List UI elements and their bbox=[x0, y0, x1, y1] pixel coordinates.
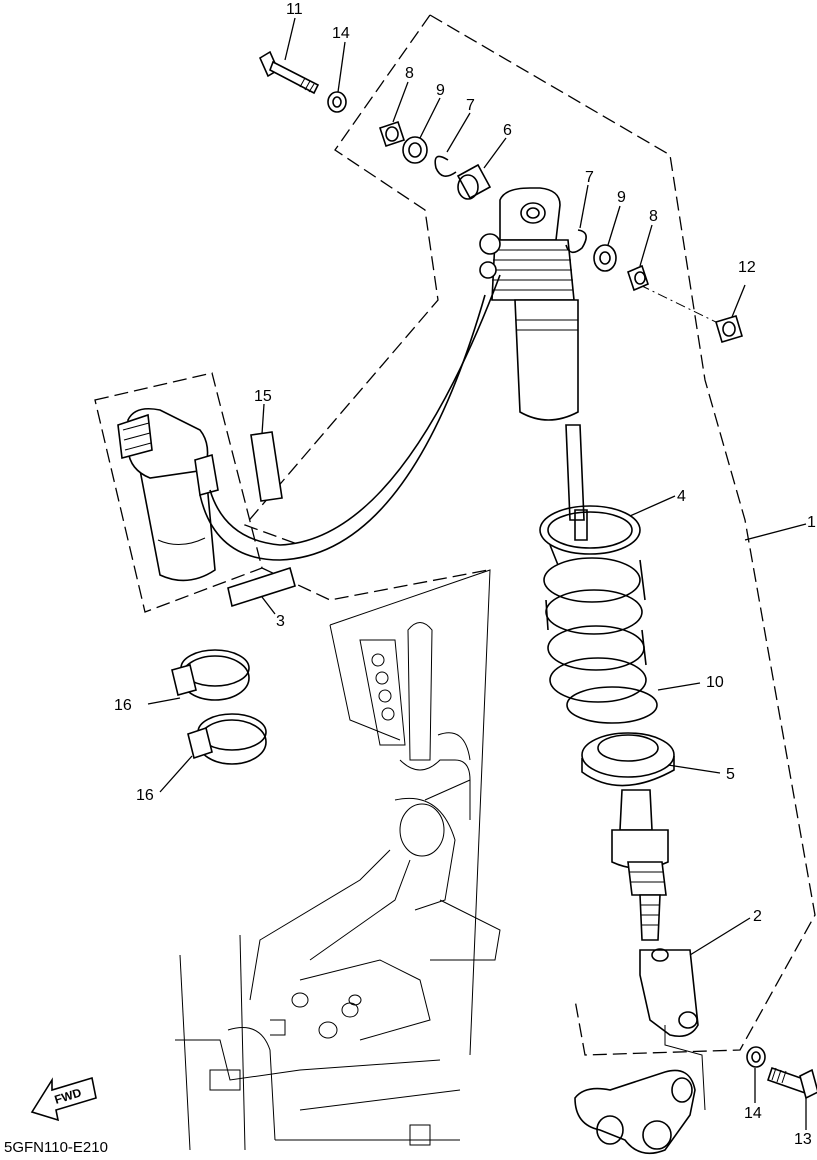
upper-hardware bbox=[258, 50, 817, 1100]
fwd-arrow: FWD bbox=[30, 1076, 97, 1122]
callout-8: 8 bbox=[649, 208, 658, 225]
label-sticker bbox=[227, 431, 296, 608]
linkage-arm bbox=[574, 1069, 696, 1155]
callout-16: 16 bbox=[136, 787, 154, 804]
frame-outline bbox=[175, 569, 501, 1151]
shock-lower-end bbox=[611, 789, 706, 1111]
shock-absorber bbox=[479, 187, 588, 541]
callout-13: 13 bbox=[794, 1131, 812, 1148]
reservoir-tank bbox=[117, 274, 501, 582]
callout-11: 11 bbox=[286, 1, 303, 18]
callout-16: 16 bbox=[114, 697, 132, 714]
callouts: 11 14 8 9 7 6 7 9 8 12 15 4 1 3 10 16 5 … bbox=[114, 1, 816, 1148]
callout-8: 8 bbox=[405, 65, 414, 82]
leader-lines bbox=[147, 17, 807, 1130]
callout-15: 15 bbox=[254, 388, 272, 405]
callout-3: 3 bbox=[276, 613, 285, 630]
callout-14: 14 bbox=[332, 25, 350, 42]
callout-5: 5 bbox=[726, 766, 735, 783]
callout-7: 7 bbox=[466, 97, 475, 114]
callout-9: 9 bbox=[617, 189, 626, 206]
callout-14: 14 bbox=[744, 1105, 762, 1122]
callout-12: 12 bbox=[738, 259, 756, 276]
diagram-code: 5GFN110-E210 bbox=[4, 1139, 108, 1156]
callout-6: 6 bbox=[503, 122, 512, 139]
callout-2: 2 bbox=[753, 908, 762, 925]
callout-7: 7 bbox=[585, 169, 594, 186]
coil-spring bbox=[539, 505, 675, 787]
callout-9: 9 bbox=[436, 82, 445, 99]
callout-1: 1 bbox=[807, 514, 816, 531]
callout-4: 4 bbox=[677, 488, 686, 505]
callout-10: 10 bbox=[706, 674, 724, 691]
hose-clamps bbox=[171, 649, 267, 765]
